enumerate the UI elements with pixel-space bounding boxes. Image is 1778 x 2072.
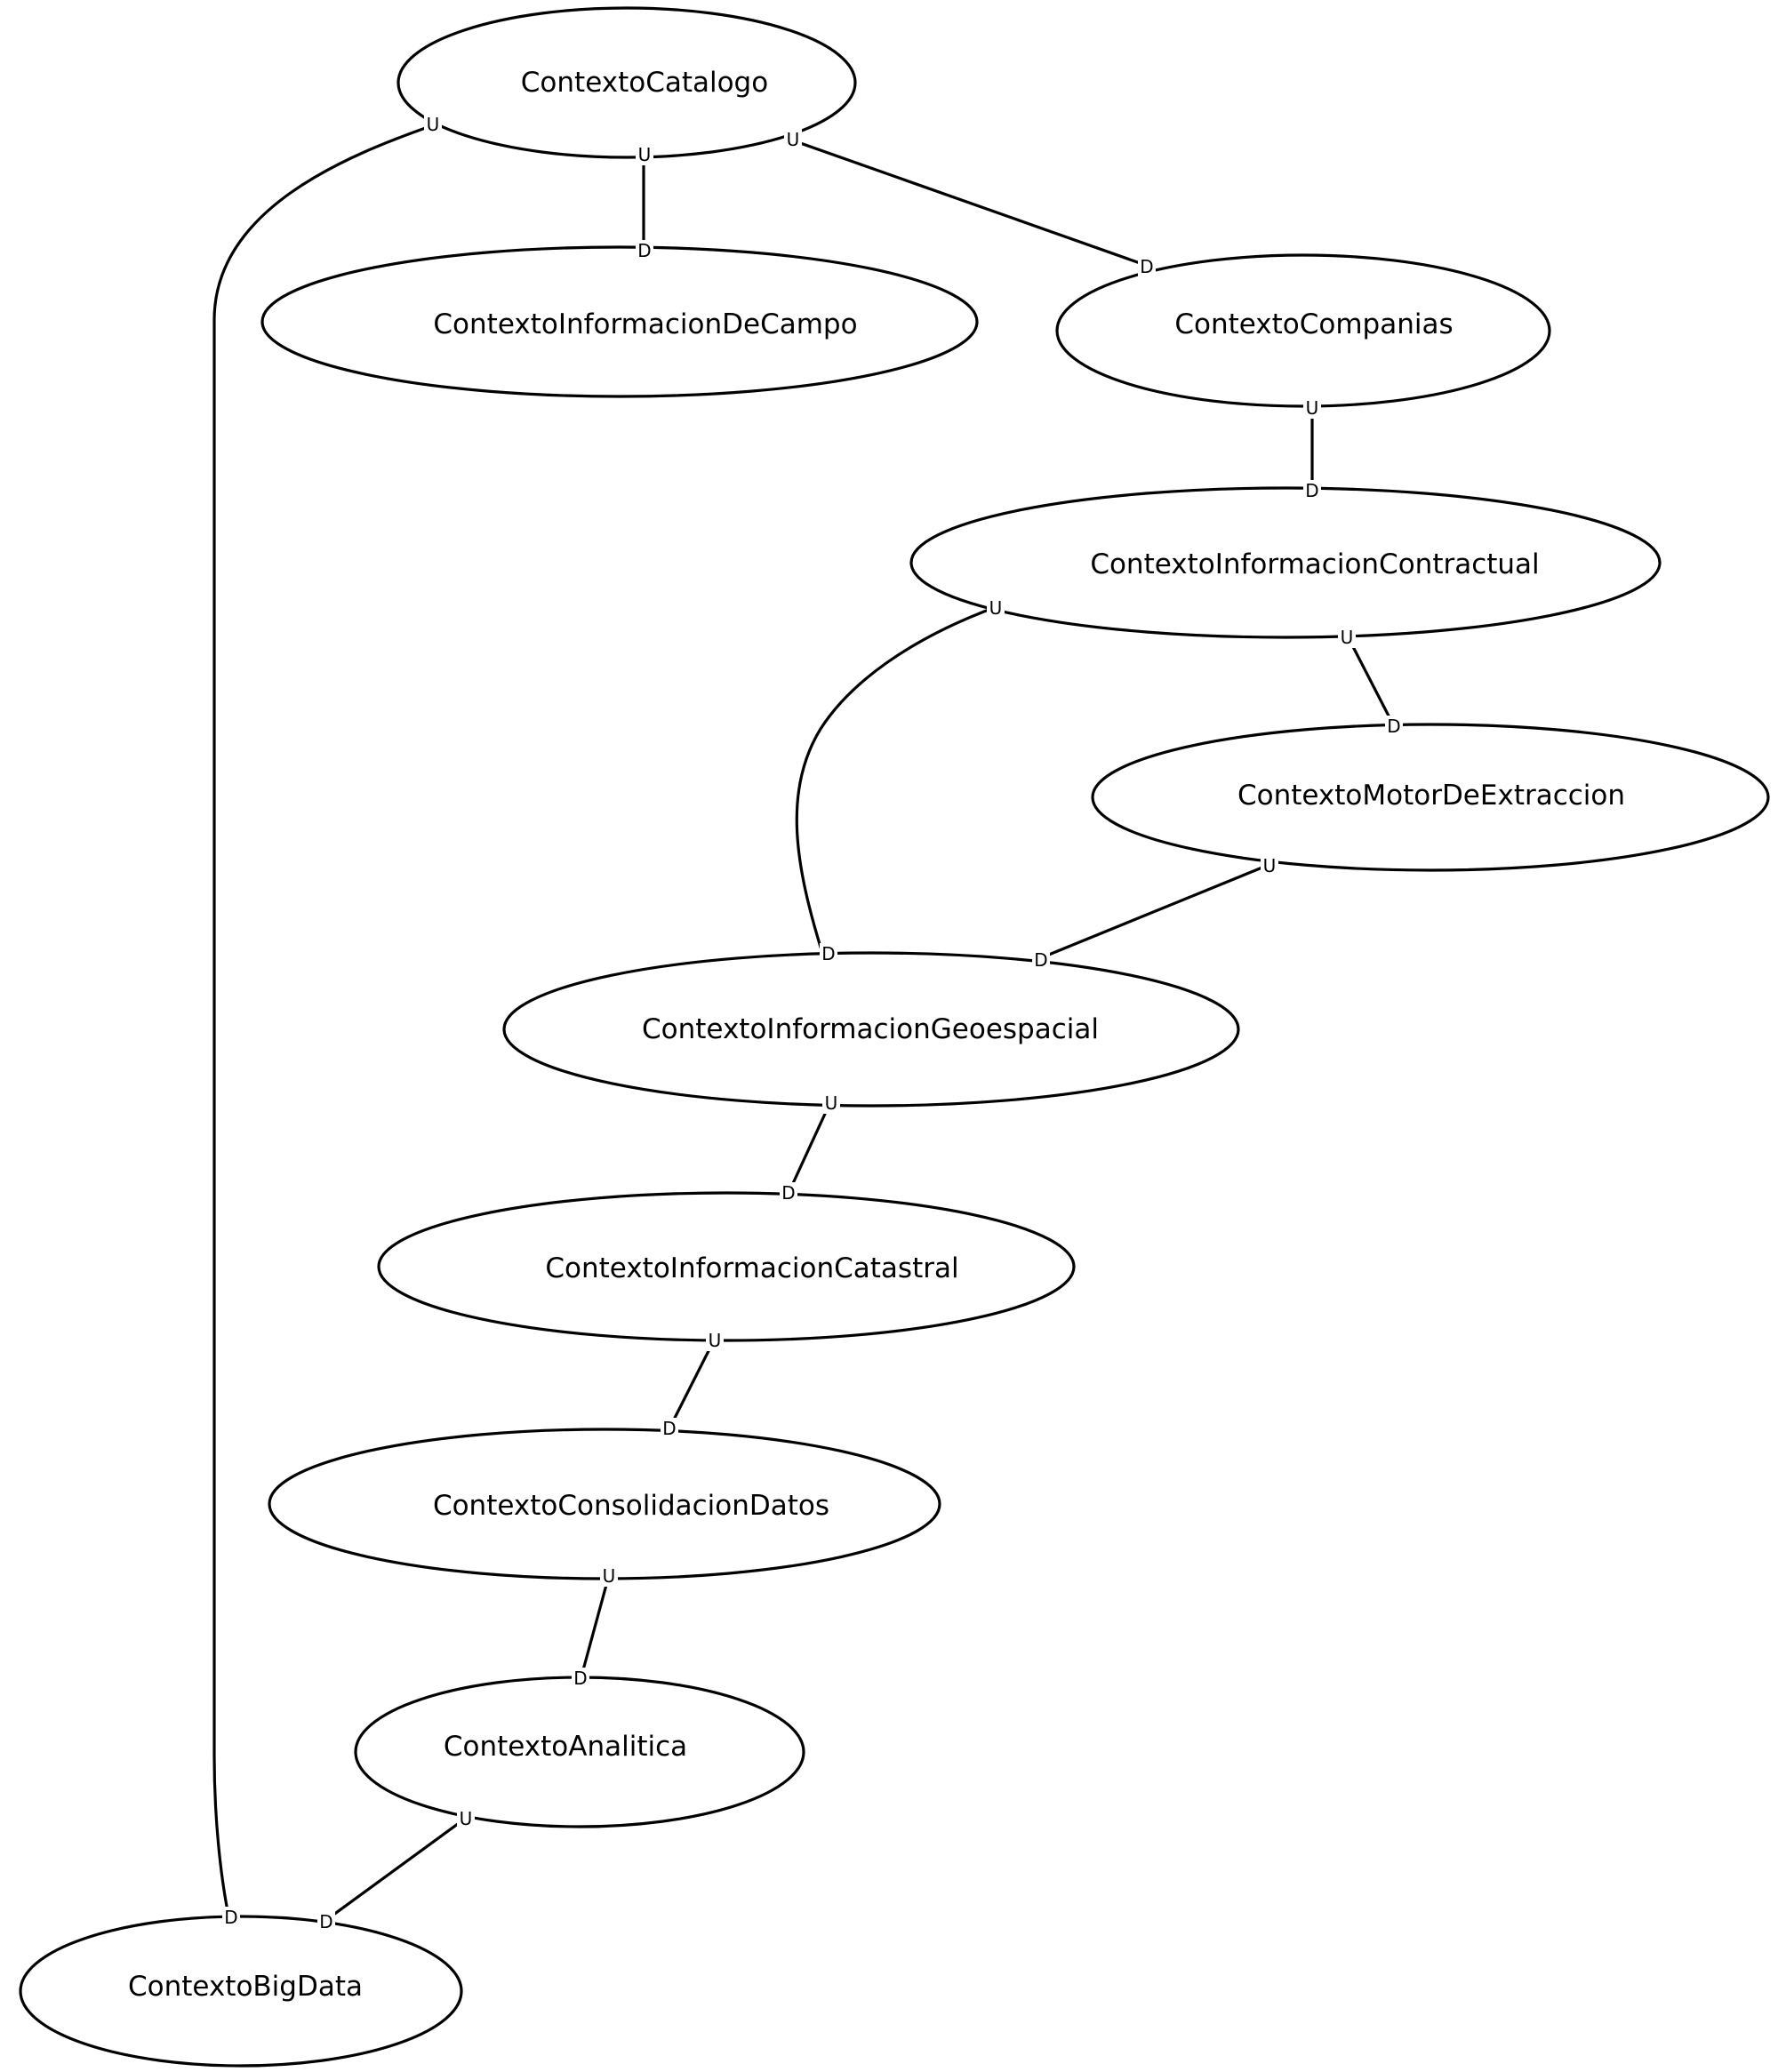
node-label: ContextoInformacionCatastral (545, 1252, 958, 1284)
port-label-upstream: U (1341, 627, 1354, 648)
node-label: ContextoInformacionDeCampo (433, 308, 857, 340)
node-bigdata[interactable]: ContextoBigData (19, 1915, 463, 2068)
port-label-upstream: U (825, 1092, 838, 1114)
port-label-downstream: D (821, 943, 835, 964)
node-campo[interactable]: ContextoInformacionDeCampo (260, 245, 979, 398)
edge-contractual-motor (1346, 636, 1395, 725)
port-label-upstream: U (989, 597, 1003, 619)
node-analitica[interactable]: ContextoAnalitica (354, 1676, 805, 1828)
port-label-downstream: D (662, 1418, 676, 1439)
node-shape (19, 1915, 463, 2068)
port-label-downstream: D (224, 1907, 237, 1928)
node-label: ContextoCatalogo (521, 67, 768, 99)
port-label-upstream: U (787, 129, 800, 150)
port-label-downstream: D (637, 240, 651, 261)
port-label-downstream: D (319, 1911, 332, 1932)
port-label-upstream: U (603, 1565, 616, 1587)
edge-catalogo-companias (789, 138, 1146, 267)
node-label: ContextoCompanias (1174, 308, 1453, 340)
node-consolidacion[interactable]: ContextoConsolidacionDatos (268, 1428, 941, 1580)
node-shape (909, 486, 1662, 639)
port-label-downstream: D (1305, 480, 1318, 501)
node-label: ContextoInformacionContractual (1090, 548, 1539, 580)
node-motor[interactable]: ContextoMotorDeExtraccion (1091, 723, 1770, 872)
node-label: ContextoAnalitica (444, 1731, 687, 1763)
node-catalogo[interactable]: ContextoCatalogo (396, 6, 857, 159)
node-label: ContextoMotorDeExtraccion (1237, 780, 1625, 812)
node-label: ContextoBigData (128, 1971, 363, 2003)
node-label: ContextoInformacionGeoespacial (642, 1013, 1099, 1045)
node-contractual[interactable]: ContextoInformacionContractual (909, 486, 1662, 639)
node-shape (502, 951, 1240, 1108)
port-label-upstream: U (460, 1808, 473, 1829)
port-label-downstream: D (1387, 716, 1400, 737)
node-companias[interactable]: ContextoCompanias (1055, 253, 1551, 408)
port-label-downstream: D (573, 1668, 587, 1689)
edge-catastral-consolidacion (669, 1338, 717, 1428)
edge-consolidacion-analitica (580, 1574, 611, 1677)
edge-geoespacial-catastral (788, 1101, 832, 1192)
port-label-upstream: U (427, 114, 440, 135)
port-label-downstream: D (1140, 256, 1153, 277)
edges (212, 124, 1395, 1922)
node-label: ContextoConsolidacionDatos (433, 1490, 829, 1522)
edge-analitica-bigdata (325, 1817, 466, 1922)
edge-contractual-geoespacial (795, 605, 997, 954)
port-label-downstream: D (1034, 949, 1047, 971)
port-labels: U D U D U D U D U D U D U D U (222, 113, 1403, 1932)
port-label-upstream: U (638, 144, 652, 165)
node-catastral[interactable]: ContextoInformacionCatastral (377, 1191, 1076, 1342)
port-label-upstream: U (709, 1330, 722, 1351)
edge-motor-geoespacial (1039, 863, 1269, 960)
node-shape (260, 245, 979, 398)
port-label-upstream: U (1263, 855, 1277, 876)
port-label-upstream: U (1306, 397, 1319, 419)
node-shape (1091, 723, 1770, 872)
edge-catalogo-bigdata (212, 124, 434, 1916)
port-label-downstream: D (781, 1182, 795, 1204)
node-geoespacial[interactable]: ContextoInformacionGeoespacial (502, 951, 1240, 1108)
node-shape (396, 6, 857, 159)
node-shape (377, 1191, 1076, 1342)
